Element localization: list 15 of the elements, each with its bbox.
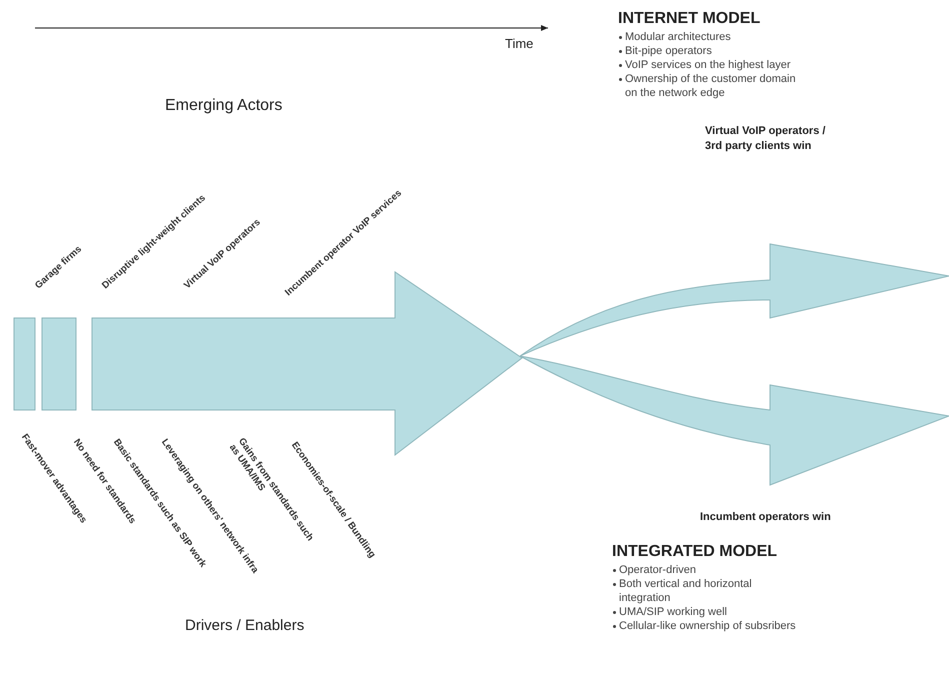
heading: INTERNET MODEL <box>618 10 760 28</box>
section-title: Drivers / Enablers <box>185 617 304 634</box>
list-item: Modular architectures <box>625 30 731 44</box>
list-item: Cellular-like ownership of subsribers <box>619 619 797 633</box>
outcome-text: Virtual VoIP operators / 3rd party clients win <box>705 124 826 154</box>
list-item: UMA/SIP working well <box>619 605 727 619</box>
list-item: VoIP services on the highest layer <box>625 58 791 72</box>
list-item: Both vertical and horizontal integration <box>619 577 753 605</box>
section-title: Emerging Actors <box>165 97 282 115</box>
heading: INTEGRATED MODEL <box>612 543 778 561</box>
list-item: Bit-pipe operators <box>625 44 712 58</box>
list-item: Operator-driven <box>619 563 696 577</box>
outcome-text: Incumbent operators win <box>700 510 831 525</box>
axis-label: Time <box>505 36 534 51</box>
list-item: Ownership of the customer domain on the network edge <box>625 72 797 100</box>
